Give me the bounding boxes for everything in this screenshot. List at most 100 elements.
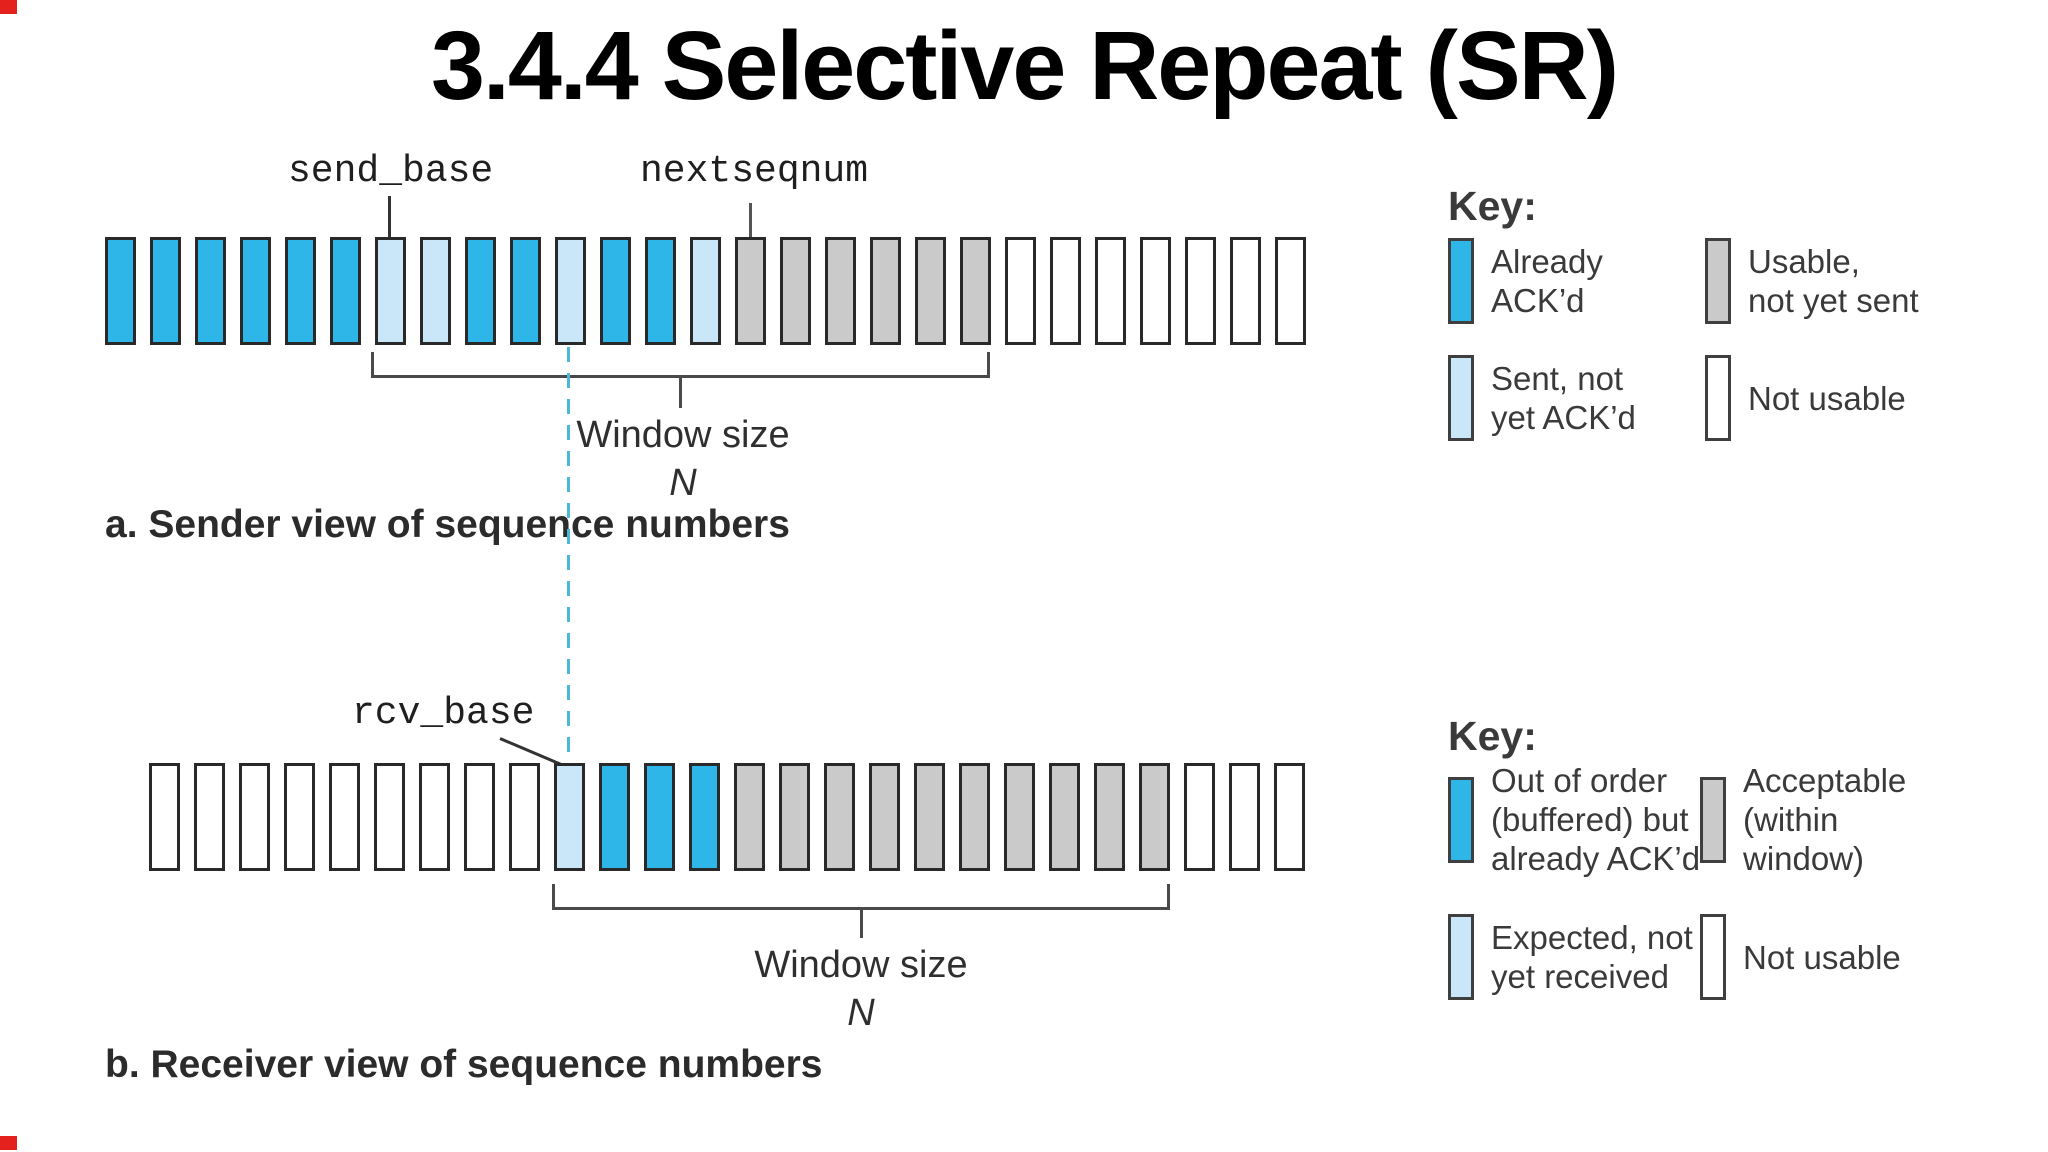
receiver-window-bracket: [552, 884, 1170, 910]
sender-seq-box-24-white: [1185, 237, 1216, 345]
receiver-seq-box-0-white: [149, 763, 180, 871]
white-swatch-icon: [1705, 355, 1731, 441]
send-base-label: send_base: [288, 150, 494, 193]
key-bottom-entry-label-3: Not usable: [1743, 938, 1901, 976]
sender-seq-box-3-dark_blue: [240, 237, 271, 345]
key-top-entry-label-1: Usable, not yet sent: [1748, 243, 1919, 319]
sender-key-title: Key:: [1448, 183, 1537, 229]
dark_blue-swatch-icon: [1448, 776, 1474, 863]
receiver-seq-box-18-gray: [959, 763, 990, 871]
sender-seq-box-22-white: [1095, 237, 1126, 345]
key-top-entry-3: Not usable: [1705, 355, 1906, 441]
corner-marker-top: [0, 0, 17, 14]
key-top-entry-label-2: Sent, not yet ACK’d: [1491, 360, 1636, 436]
receiver-seq-box-5-white: [374, 763, 405, 871]
sender-seq-box-9-dark_blue: [510, 237, 541, 345]
sender-window-size-n: N: [669, 462, 697, 504]
page-title: 3.4.4 Selective Repeat (SR): [430, 11, 1619, 120]
key-top-entry-label-3: Not usable: [1748, 379, 1906, 417]
sender-seq-box-11-dark_blue: [600, 237, 631, 345]
receiver-seq-box-23-white: [1184, 763, 1215, 871]
sender-seq-box-2-dark_blue: [195, 237, 226, 345]
sender-seq-box-20-white: [1005, 237, 1036, 345]
receiver-seq-box-10-dark_blue: [599, 763, 630, 871]
sender-seq-box-19-gray: [960, 237, 991, 345]
key-bottom-entry-2: Expected, not yet received: [1448, 914, 1693, 1000]
receiver-seq-box-4-white: [329, 763, 360, 871]
key-bottom-entry-1: Acceptable (within window): [1700, 761, 1906, 878]
dark_blue-swatch-icon: [1448, 238, 1474, 324]
receiver-seq-box-19-gray: [1004, 763, 1035, 871]
receiver-box-row: [149, 763, 1305, 871]
sender-seq-box-5-dark_blue: [330, 237, 361, 345]
light_blue-swatch-icon: [1448, 914, 1474, 1000]
key-bottom-entry-label-2: Expected, not yet received: [1491, 919, 1693, 995]
receiver-seq-box-13-gray: [734, 763, 765, 871]
light_blue-swatch-icon: [1448, 355, 1474, 441]
receiver-seq-box-14-gray: [779, 763, 810, 871]
receiver-caption: b. Receiver view of sequence numbers: [105, 1043, 823, 1086]
key-top-entry-1: Usable, not yet sent: [1705, 238, 1919, 324]
receiver-window-size-label: Window size: [754, 944, 968, 986]
receiver-seq-box-16-gray: [869, 763, 900, 871]
sender-seq-box-14-gray: [735, 237, 766, 345]
sender-seq-box-13-light_blue: [690, 237, 721, 345]
send-base-pointer-line: [388, 196, 391, 237]
receiver-seq-box-11-dark_blue: [644, 763, 675, 871]
key-top-entry-label-0: Already ACK’d: [1491, 243, 1603, 319]
sender-seq-box-25-white: [1230, 237, 1261, 345]
key-bottom-entry-label-1: Acceptable (within window): [1743, 762, 1907, 877]
key-bottom-entry-0: Out of order (buffered) but already ACK’…: [1448, 761, 1700, 878]
receiver-seq-box-7-white: [464, 763, 495, 871]
receiver-seq-box-17-gray: [914, 763, 945, 871]
receiver-seq-box-3-white: [284, 763, 315, 871]
sender-seq-box-26-white: [1275, 237, 1306, 345]
sender-seq-box-18-gray: [915, 237, 946, 345]
white-swatch-icon: [1700, 914, 1726, 1000]
sender-seq-box-21-white: [1050, 237, 1081, 345]
sender-seq-box-4-dark_blue: [285, 237, 316, 345]
sender-seq-box-12-dark_blue: [645, 237, 676, 345]
sender-window-size-label: Window size: [576, 414, 790, 456]
receiver-seq-box-15-gray: [824, 763, 855, 871]
gray-swatch-icon: [1705, 238, 1731, 324]
receiver-window-bracket-stub: [860, 910, 863, 938]
key-top-entry-2: Sent, not yet ACK’d: [1448, 355, 1636, 441]
sender-seq-box-1-dark_blue: [150, 237, 181, 345]
sender-window-bracket: [371, 352, 990, 378]
sender-caption: a. Sender view of sequence numbers: [105, 503, 790, 546]
sender-seq-box-8-dark_blue: [465, 237, 496, 345]
receiver-seq-box-21-gray: [1094, 763, 1125, 871]
nextseqnum-label: nextseqnum: [640, 150, 869, 193]
receiver-seq-box-9-light_blue: [554, 763, 585, 871]
receiver-seq-box-24-white: [1229, 763, 1260, 871]
receiver-seq-box-12-dark_blue: [689, 763, 720, 871]
gray-swatch-icon: [1700, 776, 1726, 863]
receiver-seq-box-6-white: [419, 763, 450, 871]
key-bottom-entry-label-0: Out of order (buffered) but already ACK’…: [1491, 762, 1701, 877]
sender-seq-box-7-light_blue: [420, 237, 451, 345]
sender-seq-box-16-gray: [825, 237, 856, 345]
receiver-key-title: Key:: [1448, 713, 1537, 759]
sender-seq-box-23-white: [1140, 237, 1171, 345]
sender-seq-box-15-gray: [780, 237, 811, 345]
sender-seq-box-10-light_blue: [555, 237, 586, 345]
receiver-seq-box-25-white: [1274, 763, 1305, 871]
receiver-window-size-n: N: [847, 992, 875, 1034]
rcv-base-label: rcv_base: [352, 692, 535, 735]
sender-seq-box-17-gray: [870, 237, 901, 345]
receiver-seq-box-2-white: [239, 763, 270, 871]
receiver-seq-box-22-gray: [1139, 763, 1170, 871]
receiver-key: Key: Out of order (buffered) but already…: [1448, 713, 2038, 1043]
receiver-seq-box-20-gray: [1049, 763, 1080, 871]
nextseqnum-pointer-line: [749, 203, 752, 237]
sender-seq-box-6-light_blue: [375, 237, 406, 345]
key-bottom-entry-3: Not usable: [1700, 914, 1901, 1000]
receiver-seq-box-8-white: [509, 763, 540, 871]
send-base-rcv-base-dashed-line: [567, 347, 570, 766]
key-top-entry-0: Already ACK’d: [1448, 238, 1603, 324]
sender-window-bracket-stub: [679, 378, 682, 408]
sender-box-row: [105, 237, 1306, 345]
